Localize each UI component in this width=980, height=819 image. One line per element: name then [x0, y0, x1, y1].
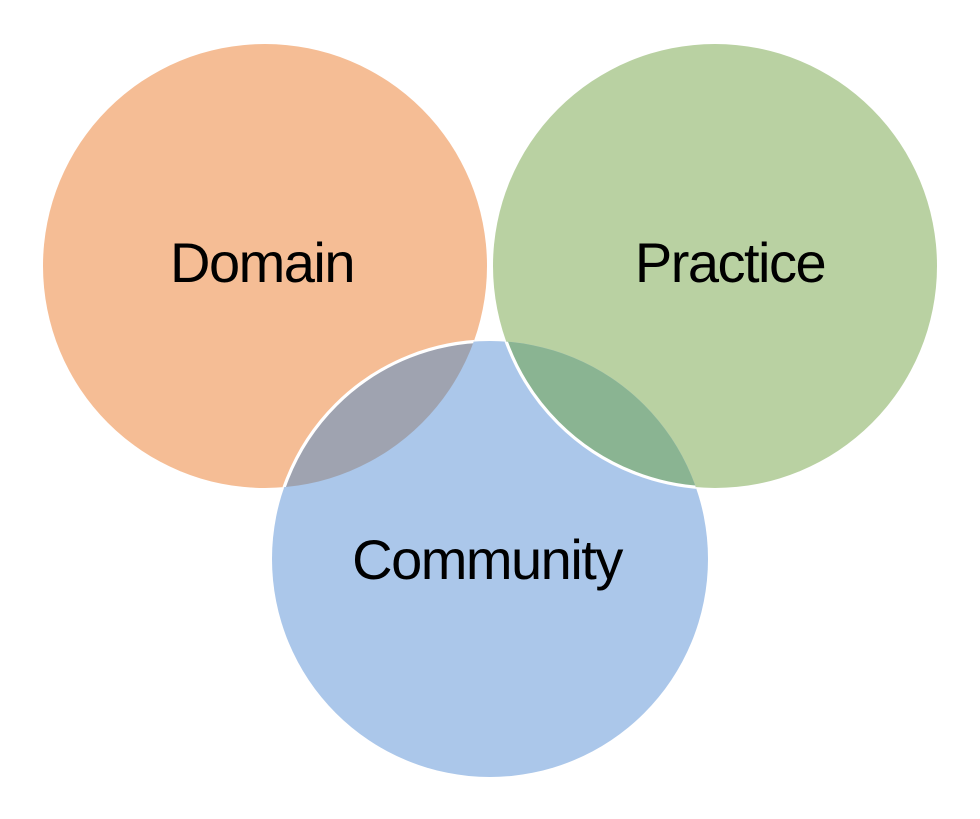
practice-circle-label: Practice — [635, 231, 825, 294]
practice-community-overlap — [493, 341, 708, 488]
domain-community-overlap — [272, 341, 487, 488]
domain-circle-label: Domain — [170, 231, 354, 294]
community-circle-label: Community — [352, 528, 623, 591]
